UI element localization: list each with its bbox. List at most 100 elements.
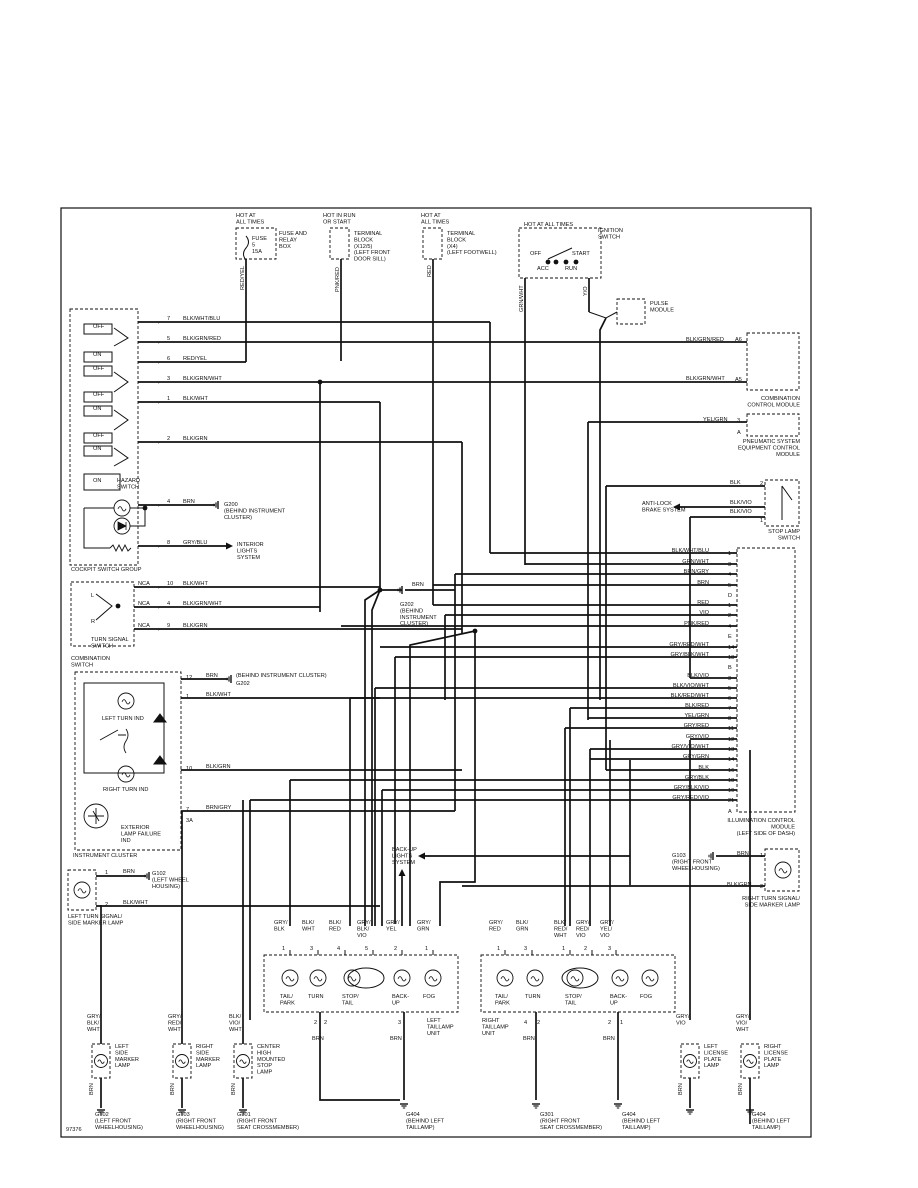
switch-arm [113,327,129,347]
pin-number: 16 [728,768,734,774]
wire-label: RED/ [576,926,590,932]
arrow-icon [673,503,680,511]
wire-label: BLK [730,480,741,486]
dual-filament-housing [561,967,599,989]
bulb-icon [746,1059,754,1064]
switch-blade [95,593,113,621]
power-hot-label: HOT IN RUN [323,213,356,219]
wire-label: GRY/ [357,920,371,926]
pin-number: A [737,430,741,436]
bulb-label: UP [392,1000,400,1006]
wire-label: BRN [737,851,749,857]
wire-label: WHT [554,933,567,939]
turn-switch-label: SWITCH [91,643,113,649]
bulb-icon [97,1059,105,1064]
wire-label: GRY/ [576,920,590,926]
connector-pin: › [158,503,160,509]
wire-label: GRY/BLU [183,540,207,546]
ignition-name: SWITCH [598,234,620,240]
lamp-name: PLATE [704,1057,722,1063]
ignition-pos: ACC [537,266,549,272]
pulse-label: PULSE [650,301,669,307]
pulse-module [616,298,646,325]
wire-label: VIO [600,933,610,939]
pin-number: 1 [497,946,500,952]
wire-label: BRN [231,1083,237,1095]
cluster-circuit [83,682,165,774]
hazard-indicator-icon [117,506,127,512]
pin-number: 3 [737,418,740,424]
pin-number: E [728,634,732,640]
wire-label: BLK/GRN [206,764,231,770]
pin-number: 1 [425,946,428,952]
wire-label: RED/ [168,1020,182,1026]
ground-label: SEAT CROSSMEMBER) [540,1125,602,1131]
fuse-icon [243,235,249,261]
ground-label: (RIGHT FRONT [672,859,713,865]
ignition-pos: RUN [565,266,577,272]
pin-number: 14 [728,645,734,651]
pin-number: 8 [728,716,731,722]
fuse-label: 15A [252,249,262,255]
switch-contact-box [83,405,113,417]
pin-number: 9 [167,623,170,629]
instrument-cluster [74,671,182,851]
wire-label: BRN [206,673,218,679]
wire-label: BLK/ [229,1014,242,1020]
switch-position-label: OFF [93,366,105,372]
terminal-block-name: TERMINAL [354,231,382,237]
stop-switch-label: STOP LAMP [768,529,800,535]
lamp-housing [233,1043,253,1079]
pin-number: 1 [186,694,189,700]
pin-number: 2 [728,613,731,619]
connector-pin: › [158,400,160,406]
ground-label: (RIGHT FRONT [540,1118,581,1124]
bulb-label: BACK- [610,994,627,1000]
splice-dot [142,505,148,511]
wire-label: GRY/ [274,920,288,926]
combination-switch-label: COMBINATION [71,656,110,662]
wire-label: GRY/GRN [683,754,709,760]
pin-number: 3 [608,946,611,952]
wire-label: BLK/VIO [730,500,752,506]
wire-label: VIO/ [229,1020,241,1026]
interior-lights-label: INTERIOR [237,542,264,548]
lamp-housing [172,1043,192,1079]
lamp-name: MOUNTED [257,1057,285,1063]
pneumatic-label: MODULE [776,452,800,458]
component-layer [67,227,800,1115]
switch-arm [113,371,129,393]
pin-number: 3 [728,562,731,568]
wire-label: BRN [697,580,709,586]
wire-label: VIO [576,933,586,939]
lamp-name: HIGH [257,1050,271,1056]
indicator-label: LEFT TURN IND [102,716,144,722]
bulb-icon [313,976,323,982]
switch-position-label: OFF [93,433,105,439]
wire-label: BLK/ [357,926,370,932]
fuse-label: 5 [252,242,255,248]
wire-label: BLK/VIO [687,673,709,679]
pin-number: 3 [728,676,731,682]
wire-label: GRY/BLK [685,775,709,781]
pin-number: 12 [186,675,192,681]
wire-label: GRY/BLK/WHT [671,652,710,658]
lamp-name: CENTER [257,1044,280,1050]
bulb-label: FOG [640,994,652,1000]
pin-number: 1 [167,396,170,402]
bulb-icon [778,868,788,874]
cockpit-switch-group [69,308,139,566]
backup-label: SYSTEM [392,860,415,866]
diagram-frame [60,207,812,1138]
wire-label: RED/ [554,926,568,932]
lamp-name: LAMP [115,1063,131,1069]
switch-position-label: OFF [93,392,105,398]
ground-label: G301 [540,1112,554,1118]
wire-label: GRY/ [600,920,614,926]
pin-number: A [728,809,732,815]
pin-number: 1 [620,1020,623,1026]
wire-label: YEL/GRN [684,713,709,719]
wire-label: BLK/ [302,920,315,926]
